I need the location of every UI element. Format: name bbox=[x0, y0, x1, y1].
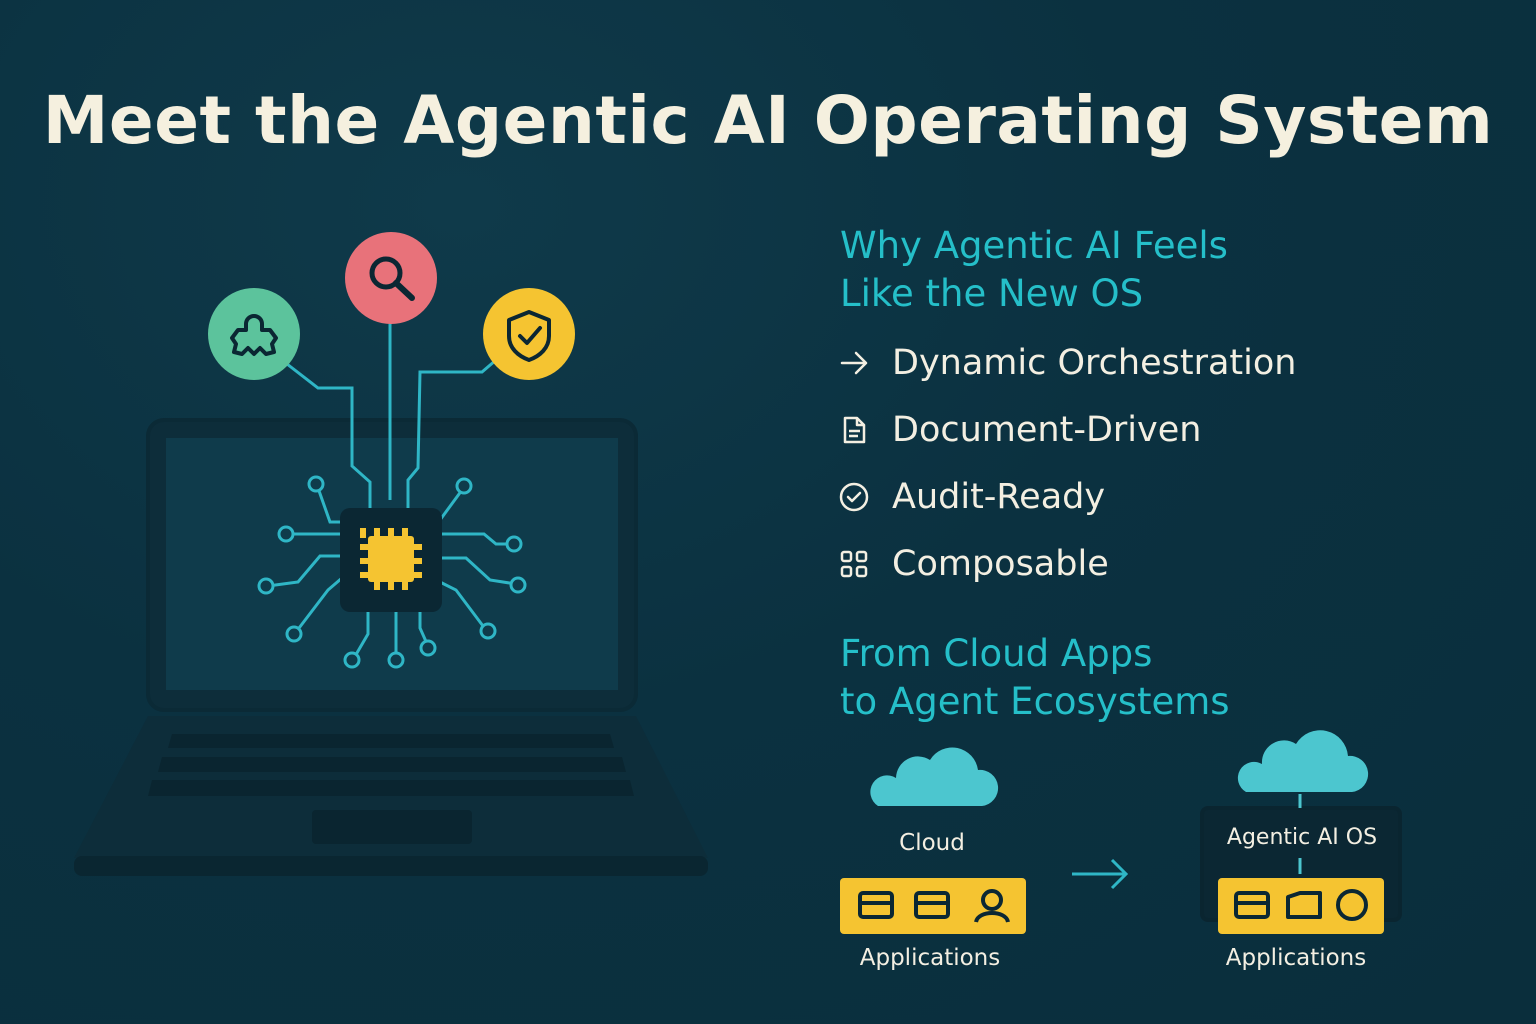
cloud-label: Cloud bbox=[899, 830, 965, 856]
feature-item: Audit-Ready bbox=[838, 472, 1105, 522]
circuit-nodes bbox=[257, 475, 527, 669]
circuit-lines bbox=[267, 320, 517, 659]
user-icon bbox=[974, 889, 1010, 923]
shield-check-icon bbox=[483, 288, 575, 380]
applications-label-left: Applications bbox=[859, 945, 1001, 971]
arrow-right-icon bbox=[838, 345, 874, 381]
section-heading-ecosystems: From Cloud Apps to Agent Ecosystems bbox=[840, 632, 1230, 723]
check-circle-icon bbox=[838, 479, 874, 515]
agent-node-icon bbox=[208, 288, 300, 380]
agentic-os-label: Agentic AI OS bbox=[1226, 825, 1378, 850]
applications-label-right: Applications bbox=[1225, 945, 1367, 971]
search-icon bbox=[345, 232, 437, 324]
cloud-icon-left bbox=[870, 747, 999, 806]
feature-item: Composable bbox=[838, 539, 1109, 589]
grid-icon bbox=[838, 546, 874, 582]
window-icons-right bbox=[1234, 889, 1368, 921]
document-icon bbox=[838, 412, 874, 448]
feature-item: Document-Driven bbox=[838, 405, 1201, 455]
section-heading-why: Why Agentic AI Feels Like the New OS bbox=[840, 224, 1228, 315]
page-title: Meet the Agentic AI Operating System bbox=[42, 82, 1494, 159]
apps-box-right bbox=[1218, 878, 1384, 934]
cloud-icon-right bbox=[1237, 730, 1369, 792]
feature-item: Dynamic Orchestration bbox=[838, 338, 1296, 388]
chip-icon bbox=[340, 508, 442, 612]
arrow-right-icon bbox=[1072, 858, 1129, 890]
window-icons-left bbox=[858, 891, 950, 919]
